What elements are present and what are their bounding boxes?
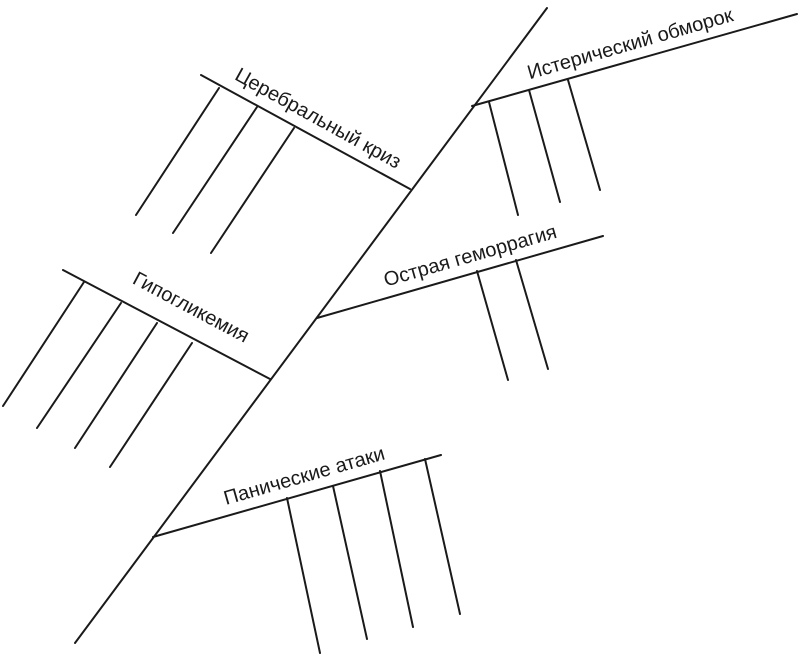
rib-line: [379, 470, 414, 628]
branch-label: Церебральный криз: [231, 64, 404, 173]
branch-panic-attacks: Панические атаки: [152, 443, 461, 654]
branch-line: [152, 454, 442, 538]
branch-cerebral-crisis: Церебральный криз: [135, 64, 411, 254]
branch-line: [62, 269, 271, 380]
rib-line: [36, 302, 122, 429]
rib-line: [332, 485, 368, 640]
rib-line: [210, 127, 295, 254]
rib-line: [286, 497, 321, 654]
branch-hypoglycemia: Гипогликемия: [2, 268, 271, 468]
rib-line: [109, 342, 193, 468]
branch-label: Гипогликемия: [129, 268, 253, 348]
branch-line: [316, 235, 604, 319]
branch-label: Панические атаки: [221, 443, 387, 510]
branch-acute-hemorrhage: Острая геморрагия: [316, 221, 604, 381]
rib-line: [172, 106, 258, 234]
branch-line: [200, 74, 411, 190]
branch-line: [471, 13, 798, 107]
rib-line: [476, 270, 509, 381]
rib-line: [424, 458, 461, 615]
rib-line: [2, 281, 85, 407]
rib-line: [488, 101, 519, 216]
branch-hysterical-fainting: Истерический обморок: [471, 4, 798, 216]
rib-line: [74, 322, 158, 449]
rib-line: [567, 79, 601, 191]
rib-line: [135, 87, 220, 216]
rib-line: [528, 89, 561, 203]
rib-line: [515, 259, 549, 370]
branch-label: Истерический обморок: [525, 4, 736, 84]
